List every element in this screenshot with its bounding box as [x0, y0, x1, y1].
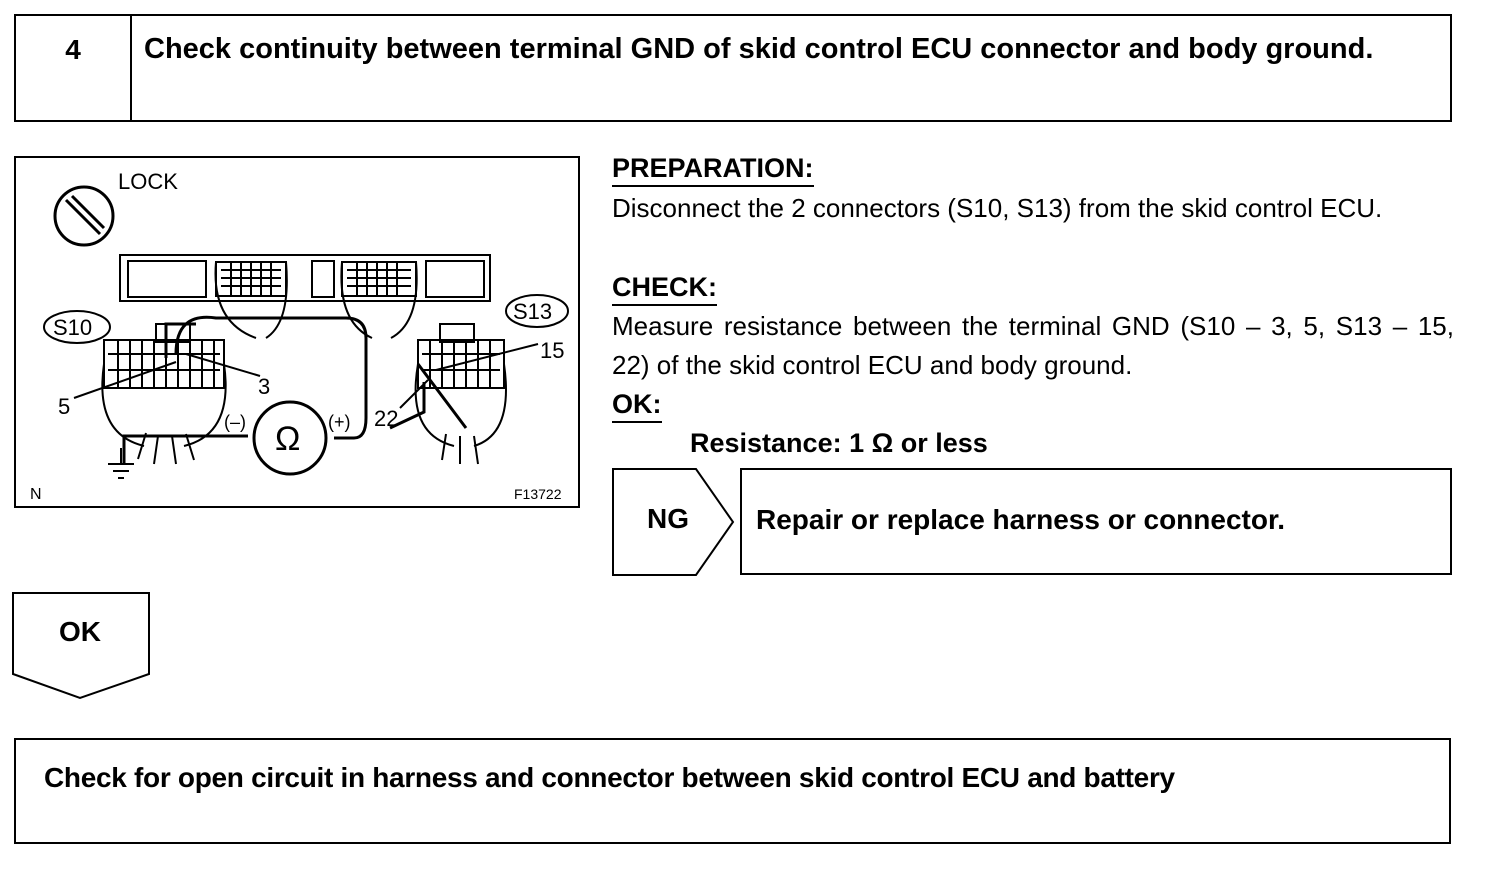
- step-title: Check continuity between terminal GND of…: [144, 33, 1374, 65]
- corner-n-label: N: [30, 486, 42, 503]
- resistance-spec: Resistance: 1 Ω or less: [690, 428, 988, 458]
- ng-arrow-icon: [612, 468, 735, 576]
- ng-action-box: Repair or replace harness or connector.: [740, 468, 1452, 575]
- connector-s13-oval: [505, 294, 569, 328]
- leader-pin-3: [185, 353, 261, 377]
- minus-label: (–): [224, 412, 246, 432]
- ok-arrow-icon: [12, 592, 150, 700]
- figure-id: F13722: [514, 486, 562, 502]
- pin-15-label: 15: [540, 338, 564, 363]
- ng-label: NG: [647, 503, 689, 534]
- lock-label: LOCK: [118, 169, 178, 194]
- check-heading: CHECK:: [612, 271, 717, 306]
- plus-label: (+): [328, 412, 351, 432]
- connector-s10-label: S10: [53, 315, 92, 340]
- check-text: Measure resistance between the terminal …: [612, 311, 1454, 380]
- ground-icon: [108, 448, 134, 479]
- connector-s13-label: S13: [513, 299, 552, 324]
- next-step-text: Check for open circuit in harness and co…: [44, 762, 1175, 793]
- connector-s10-drawing: [101, 323, 227, 465]
- step-divider: [130, 16, 132, 120]
- ohm-symbol: Ω: [275, 420, 300, 458]
- ignition-lock-icon: [53, 185, 115, 247]
- ok-spec-heading: OK:: [612, 388, 662, 423]
- ecu-body: [119, 254, 491, 339]
- leader-pin-22: [399, 379, 429, 409]
- step-number: 4: [65, 34, 81, 65]
- preparation-heading: PREPARATION:: [612, 152, 814, 187]
- connector-s10-oval: [43, 310, 111, 344]
- ng-action-text: Repair or replace harness or connector.: [756, 504, 1286, 535]
- leader-pin-5: [73, 361, 177, 399]
- wiring-diagram: LOCK S10 S13 5 3 15 22 (–) (+) Ω N F1372…: [14, 156, 580, 508]
- pin-5-label: 5: [58, 394, 70, 419]
- next-step-box: Check for open circuit in harness and co…: [14, 738, 1451, 844]
- test-wiring: [122, 315, 468, 464]
- pin-3-label: 3: [258, 374, 270, 399]
- ok-label: OK: [59, 616, 101, 647]
- connector-s13-drawing: [414, 323, 507, 465]
- ohmmeter-icon: [252, 400, 328, 476]
- pin-22-label: 22: [374, 406, 398, 431]
- step-header: 4 Check continuity between terminal GND …: [14, 14, 1452, 122]
- leader-pin-15: [435, 343, 539, 371]
- preparation-text: Disconnect the 2 connectors (S10, S13) f…: [612, 193, 1383, 223]
